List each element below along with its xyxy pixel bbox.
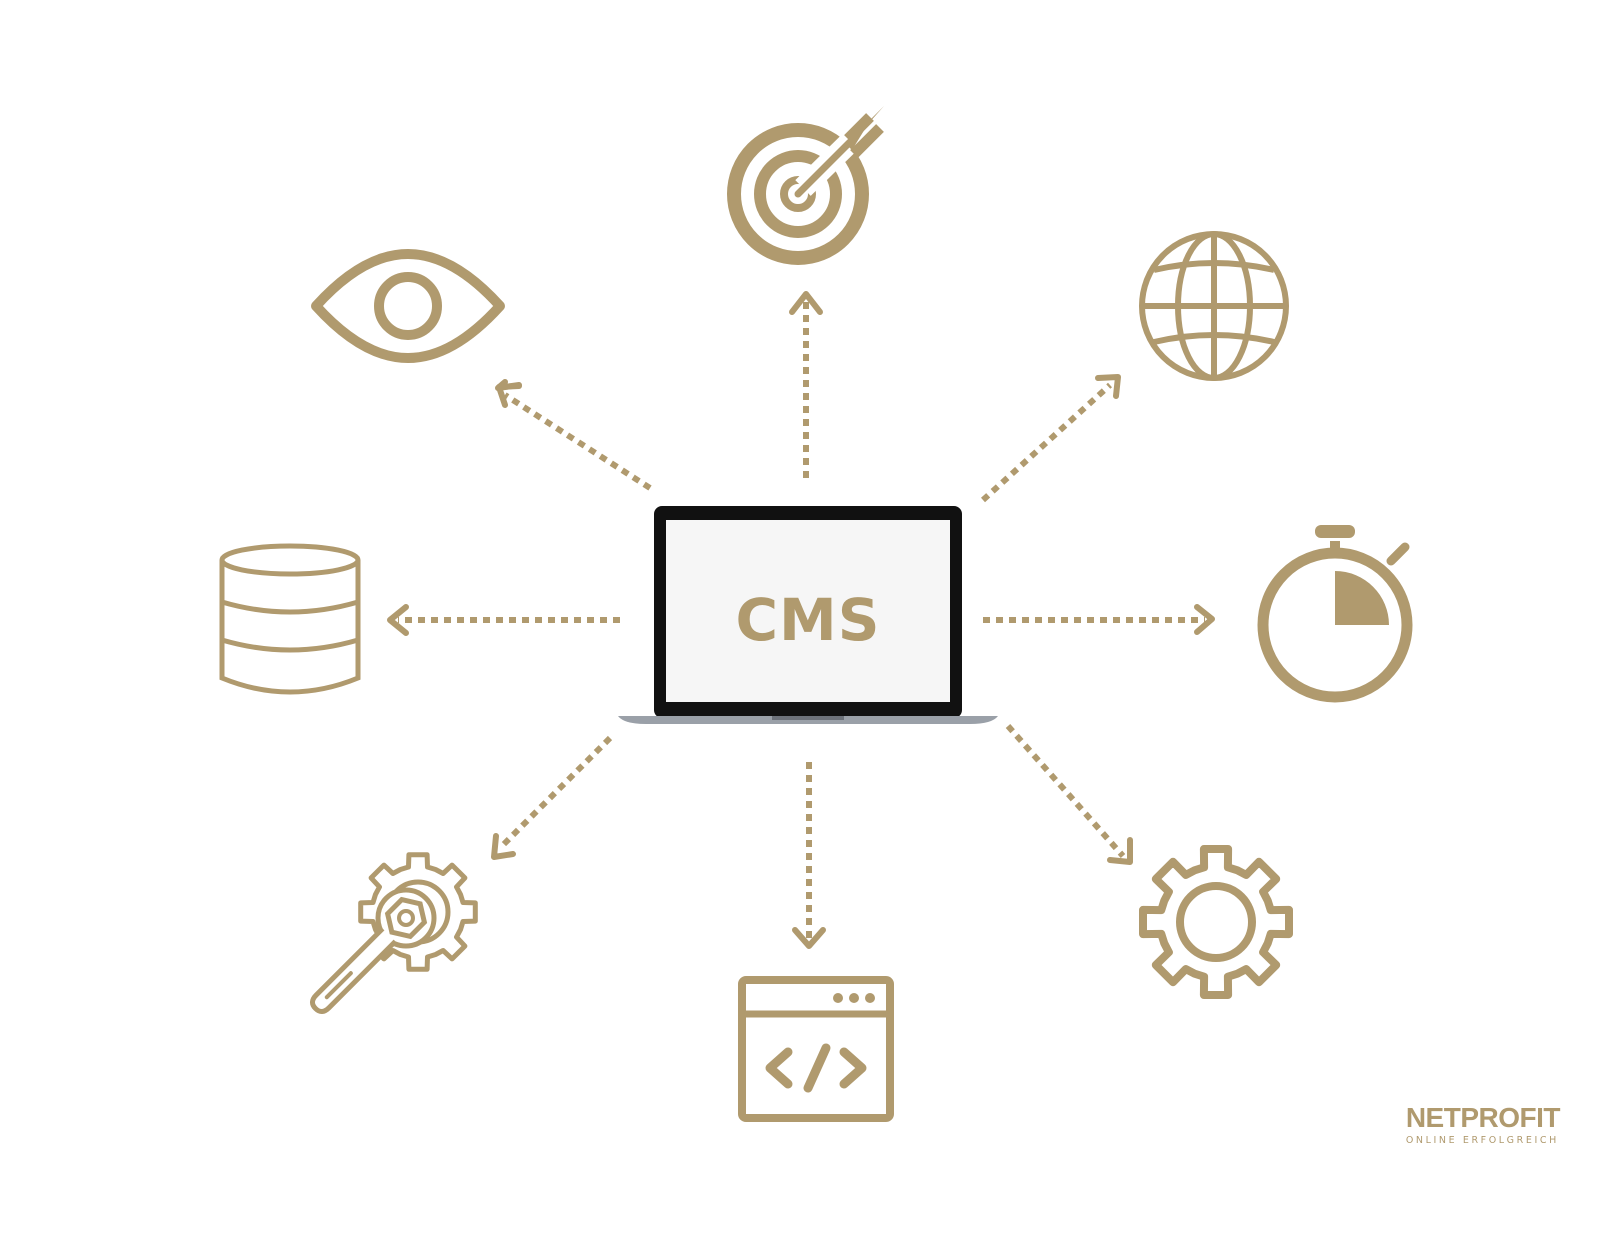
brand-name: NETPROFIT <box>1405 1102 1561 1133</box>
arrow-to-globe <box>980 374 1121 503</box>
arrow-to-database <box>387 604 620 636</box>
database-icon <box>219 543 361 695</box>
eye-icon <box>311 249 505 363</box>
target-icon <box>727 106 884 265</box>
brand-tagline: ONLINE ERFOLGREICH <box>1405 1135 1559 1146</box>
globe-icon <box>1139 231 1289 381</box>
connector-arrows <box>387 291 1215 949</box>
arrow-to-gear <box>1005 724 1133 865</box>
gear-icon <box>1139 845 1293 999</box>
arrow-to-eye <box>495 379 652 491</box>
cms-label: CMS <box>735 586 880 654</box>
arrow-to-stopwatch <box>983 604 1215 635</box>
code-window-icon <box>738 976 894 1122</box>
arrow-to-code-window <box>792 762 826 949</box>
stopwatch-icon <box>1257 525 1413 703</box>
arrow-to-wrench-gear <box>491 735 613 860</box>
brand-logo: NETPROFIT ONLINE ERFOLGREICH <box>1405 1102 1561 1147</box>
wrench-gear-icon <box>309 852 478 1015</box>
laptop-icon: CMS <box>618 506 998 724</box>
arrow-to-target <box>789 291 823 478</box>
